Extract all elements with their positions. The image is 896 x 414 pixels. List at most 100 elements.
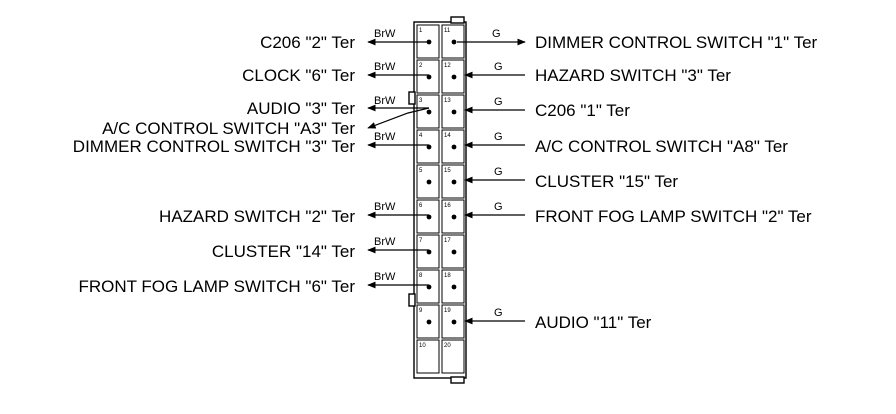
connector-latch-bottom bbox=[450, 376, 465, 384]
left-wire: BrW FRONT FOG LAMP SWITCH "6" Ter bbox=[78, 271, 429, 296]
right-wire: G FRONT FOG LAMP SWITCH "2" Ter bbox=[464, 201, 812, 226]
wire-color: G bbox=[494, 166, 503, 178]
pin-terminal bbox=[426, 144, 432, 150]
wire-label: CLOCK "6" Ter bbox=[242, 66, 355, 85]
wire-color: G bbox=[494, 61, 503, 73]
pin-cavity bbox=[441, 164, 465, 199]
wire-color: G bbox=[494, 96, 503, 108]
pin-number: 2 bbox=[419, 63, 423, 69]
wire-label: DIMMER CONTROL SWITCH "3" Ter bbox=[73, 137, 356, 156]
pin-number: 6 bbox=[419, 203, 423, 209]
right-wire-group: G DIMMER CONTROL SWITCH "1" Ter G HAZARD… bbox=[457, 28, 818, 332]
wire-label: HAZARD SWITCH "2" Ter bbox=[159, 207, 355, 226]
pin-cavity bbox=[441, 304, 465, 339]
pin-number: 11 bbox=[444, 28, 451, 34]
left-wire-group: BrW C206 "2" Ter BrW CLOCK "6" Ter BrW A… bbox=[73, 28, 430, 296]
pin-cavity bbox=[441, 59, 465, 94]
pin-terminal bbox=[426, 179, 432, 185]
connector-side-key bbox=[408, 293, 416, 307]
pin-number: 15 bbox=[444, 168, 451, 174]
pin-number: 20 bbox=[444, 343, 451, 349]
right-wire: G HAZARD SWITCH "3" Ter bbox=[464, 61, 731, 85]
pin-cavity bbox=[416, 94, 440, 129]
pin-terminal bbox=[426, 74, 432, 80]
right-wire: G AUDIO "11" Ter bbox=[464, 307, 652, 332]
pin-cavity bbox=[441, 94, 465, 129]
wire-color: BrW bbox=[374, 28, 396, 40]
pin-terminal bbox=[451, 319, 457, 325]
pin-number: 5 bbox=[419, 168, 423, 174]
pin-cavity bbox=[416, 59, 440, 94]
pin-terminal bbox=[451, 109, 457, 115]
pin-number: 18 bbox=[444, 273, 451, 279]
pin-cavity bbox=[441, 234, 465, 269]
wire-label: C206 "2" Ter bbox=[260, 33, 355, 52]
wire-label: FRONT FOG LAMP SWITCH "6" Ter bbox=[78, 277, 355, 296]
wire-label: A/C CONTROL SWITCH "A8" Ter bbox=[535, 137, 788, 156]
wire-label: C206 "1" Ter bbox=[535, 101, 630, 120]
pin-cavity bbox=[441, 199, 465, 234]
pin-number: 8 bbox=[419, 273, 423, 279]
right-wire: G CLUSTER "15" Ter bbox=[464, 166, 678, 191]
pin-cavity bbox=[416, 129, 440, 164]
wire-color: BrW bbox=[374, 236, 396, 248]
wire-color: G bbox=[492, 28, 501, 40]
left-wire: BrW CLOCK "6" Ter bbox=[242, 61, 429, 85]
pin-number: 17 bbox=[444, 238, 451, 244]
pin-cavity bbox=[416, 304, 440, 339]
pin-number: 9 bbox=[419, 308, 423, 314]
pin-terminal bbox=[451, 39, 457, 45]
wire-color: BrW bbox=[374, 271, 396, 283]
wire-color: BrW bbox=[374, 201, 396, 213]
wire-label: CLUSTER "14" Ter bbox=[212, 242, 355, 261]
wire-color: G bbox=[494, 201, 503, 213]
wire-label: HAZARD SWITCH "3" Ter bbox=[535, 66, 731, 85]
connector-latch-top bbox=[450, 16, 465, 24]
pin-number: 12 bbox=[444, 63, 451, 69]
left-wire: BrW CLUSTER "14" Ter bbox=[212, 236, 429, 261]
pin-terminal bbox=[451, 144, 457, 150]
wire-color: BrW bbox=[374, 61, 396, 73]
wire-color: BrW bbox=[374, 95, 396, 107]
wire-label: A/C CONTROL SWITCH "A3" Ter bbox=[102, 119, 355, 138]
left-wire: BrW DIMMER CONTROL SWITCH "3" Ter bbox=[73, 131, 429, 156]
pin-number: 13 bbox=[444, 98, 451, 104]
pin-terminal bbox=[451, 214, 457, 220]
wire-label: FRONT FOG LAMP SWITCH "2" Ter bbox=[535, 207, 812, 226]
pin-cavity bbox=[416, 269, 440, 304]
pin-number: 19 bbox=[444, 308, 451, 314]
right-wire: G C206 "1" Ter bbox=[464, 96, 630, 120]
pin-number: 3 bbox=[419, 98, 423, 104]
pin-terminal bbox=[426, 109, 432, 115]
pin-cavity bbox=[416, 234, 440, 269]
pin-number: 7 bbox=[419, 238, 423, 244]
pin-terminal bbox=[426, 214, 432, 220]
wire-color: BrW bbox=[374, 131, 396, 143]
pin-terminal bbox=[426, 249, 432, 255]
pin-number: 10 bbox=[419, 343, 426, 349]
left-wire: BrW C206 "2" Ter bbox=[260, 28, 429, 52]
pin-number: 1 bbox=[419, 28, 423, 34]
pin-number: 16 bbox=[444, 203, 451, 209]
pin-cavity bbox=[441, 269, 465, 304]
pin-cavity bbox=[416, 199, 440, 234]
pin-number: 14 bbox=[444, 133, 451, 139]
pin-cavity bbox=[416, 339, 440, 374]
wire-label: AUDIO "3" Ter bbox=[247, 99, 355, 118]
wire-color: G bbox=[494, 131, 503, 143]
pin-cavity bbox=[416, 164, 440, 199]
right-wire: G DIMMER CONTROL SWITCH "1" Ter bbox=[457, 28, 818, 52]
pin-cavity bbox=[441, 339, 465, 374]
left-wire: BrW HAZARD SWITCH "2" Ter bbox=[159, 201, 429, 226]
wire-label: AUDIO "11" Ter bbox=[535, 313, 652, 332]
wire-label: DIMMER CONTROL SWITCH "1" Ter bbox=[535, 33, 818, 52]
pin-terminal bbox=[451, 74, 457, 80]
pin-terminal bbox=[451, 249, 457, 255]
wire-color: G bbox=[494, 307, 503, 319]
pin-terminal bbox=[451, 179, 457, 185]
left-wire: A/C CONTROL SWITCH "A3" Ter bbox=[102, 107, 430, 138]
pin-number: 4 bbox=[419, 133, 423, 139]
pin-cavity bbox=[441, 129, 465, 164]
